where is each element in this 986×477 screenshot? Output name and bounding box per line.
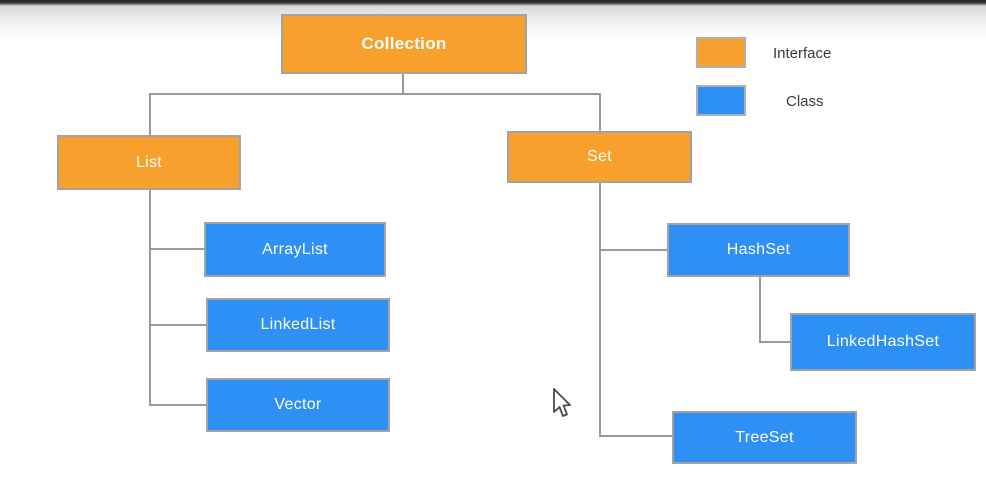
- legend-label-class: Class: [786, 93, 824, 110]
- connector-hashset-drop: [759, 277, 761, 343]
- connector-to-linkedlist: [149, 324, 207, 326]
- node-list-label: List: [135, 153, 163, 171]
- node-arraylist-label: ArrayList: [262, 240, 328, 258]
- node-set-label: Set: [587, 148, 612, 165]
- node-hashset: HashSet: [667, 223, 850, 277]
- legend-swatch-interface: [696, 37, 746, 68]
- node-list: List: [57, 135, 241, 190]
- connector-to-vector: [149, 404, 207, 406]
- node-arraylist: ArrayList: [204, 222, 386, 277]
- connector-set-trunk: [599, 183, 601, 437]
- connector-collection-spread: [149, 93, 601, 95]
- node-linkedlist: LinkedList: [206, 298, 390, 352]
- connector-to-hashset: [599, 249, 667, 251]
- node-treeset-label: TreeSet: [735, 428, 794, 446]
- connector-to-arraylist: [149, 248, 205, 250]
- node-collection-label: Collection: [361, 34, 447, 53]
- node-collection: Collection: [281, 14, 527, 74]
- node-linkedhashset-label: LinkedHashSet: [826, 333, 940, 350]
- connector-collection-drop: [402, 74, 404, 95]
- node-vector-label: Vector: [274, 396, 322, 413]
- node-set: Set: [507, 131, 692, 183]
- legend-label-interface: Interface: [773, 45, 832, 62]
- connector-list-trunk: [149, 190, 151, 406]
- node-linkedhashset: LinkedHashSet: [790, 313, 976, 371]
- connector-to-set: [599, 93, 601, 131]
- node-treeset: TreeSet: [672, 411, 857, 464]
- node-linkedlist-label: LinkedList: [260, 316, 336, 333]
- connector-to-linkedhashset: [759, 341, 790, 343]
- legend-swatch-class: [696, 85, 746, 116]
- node-hashset-label: HashSet: [726, 241, 791, 258]
- connector-to-treeset: [599, 435, 672, 437]
- mouse-cursor-icon: [551, 388, 573, 425]
- node-vector: Vector: [206, 378, 390, 432]
- connector-to-list: [149, 93, 151, 135]
